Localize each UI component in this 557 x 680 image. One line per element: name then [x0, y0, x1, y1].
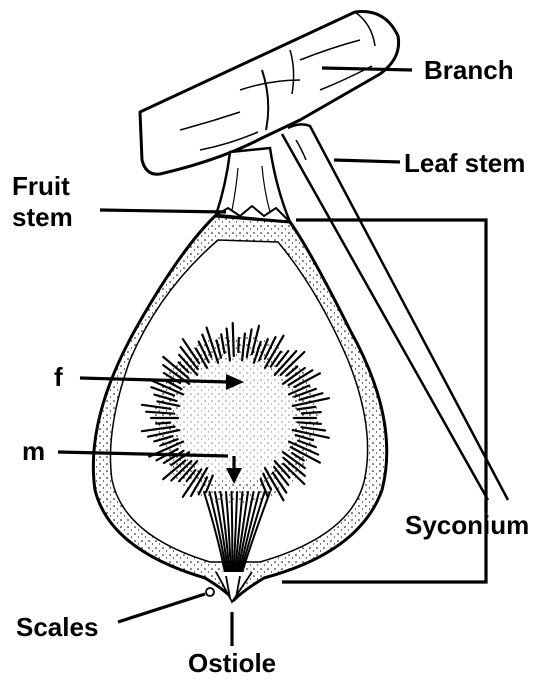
leader-leaf-stem	[334, 160, 400, 162]
floret-spike	[233, 323, 234, 356]
label-f: f	[54, 362, 63, 392]
label-ostiole: Ostiole	[188, 648, 276, 678]
label-leaf-stem: Leaf stem	[404, 148, 525, 178]
label-scales: Scales	[16, 612, 98, 642]
leader-fruit-stem	[100, 210, 226, 212]
floret-spike	[156, 423, 170, 424]
leader-branch	[322, 68, 412, 70]
label-syconium: Syconium	[405, 510, 529, 540]
basal-floret	[232, 492, 233, 578]
label-fruit-stem-line1: Fruit	[12, 171, 70, 201]
label-branch: Branch	[424, 55, 514, 85]
floret-spike	[302, 412, 321, 413]
label-m: m	[22, 436, 45, 466]
leader-scales	[118, 594, 205, 622]
label-fruit-stem-line2: stem	[12, 202, 73, 232]
fruit-stem-illustration	[216, 148, 290, 222]
floret-spike	[238, 338, 239, 352]
